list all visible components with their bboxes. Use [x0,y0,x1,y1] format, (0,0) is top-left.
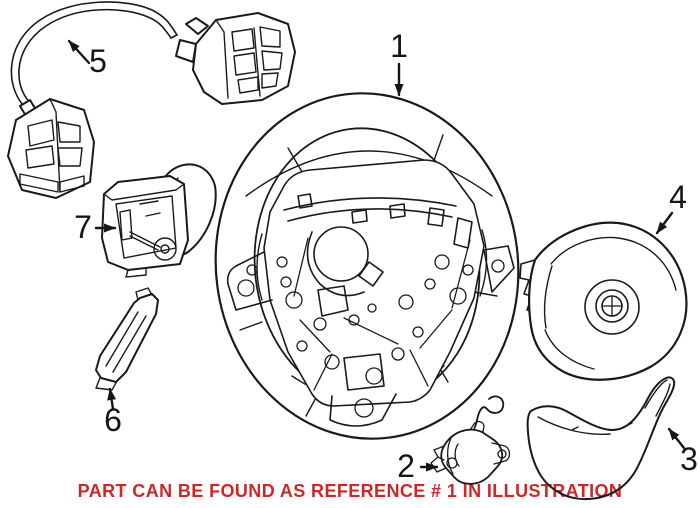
wheel-hub [226,159,515,427]
right-switch-pack [175,12,296,105]
paddle-switch [101,163,217,278]
bmw-roundel [584,279,640,335]
callout-label-7: 7 [74,209,92,245]
airbag-module [519,221,688,381]
callout-label-2: 2 [397,448,415,484]
callout-arrows [67,39,686,472]
callout-label-4: 4 [669,179,687,215]
note-text: PART CAN BE FOUND AS REFERENCE # 1 IN IL… [77,481,623,501]
switch-cable-assembly [7,1,296,199]
left-switch-pack [7,98,95,199]
callout-label-1: 1 [390,28,408,64]
callout-label-3: 3 [680,441,698,477]
vibration-motor [430,395,511,485]
paddle-module [95,287,159,391]
callout-label-6: 6 [104,402,122,438]
steering-wheel [214,92,520,440]
lower-trim-cover [526,376,676,501]
hub-frame-lines [293,237,471,391]
callout-label-5: 5 [89,43,107,79]
